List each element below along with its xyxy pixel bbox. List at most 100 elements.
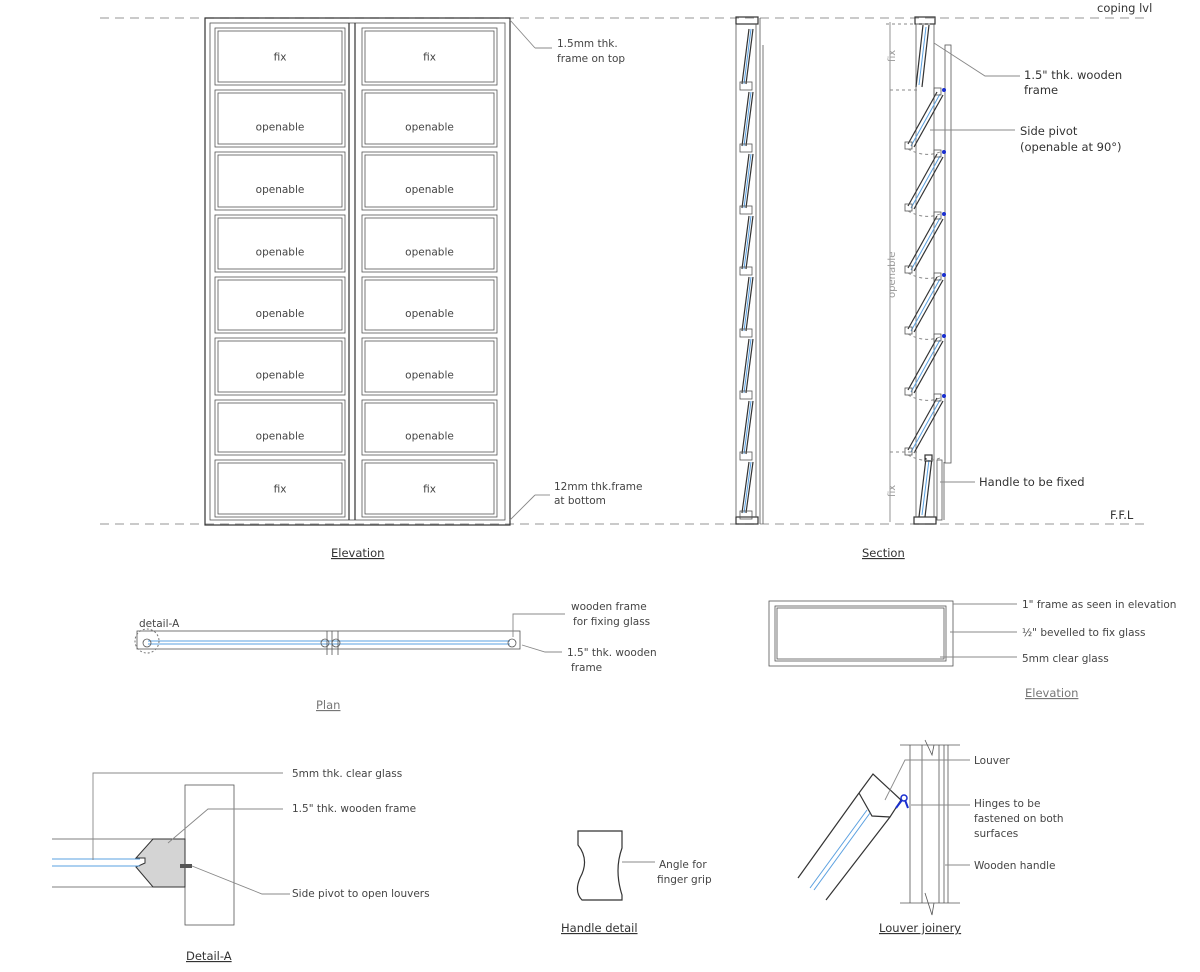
window-panel-inner xyxy=(364,154,495,208)
window-elevation: fix openable openable openable openable opena… xyxy=(204,17,511,526)
detail-a-drawing xyxy=(52,784,235,926)
note-side-pivot-louvers: Side pivot to open louvers xyxy=(292,888,430,900)
louver-pivot-block xyxy=(933,87,942,96)
window-panel xyxy=(214,214,346,273)
plan-title: Plan xyxy=(316,698,340,712)
panel-label: openable xyxy=(256,431,305,443)
window-panel-inner xyxy=(364,92,495,145)
panel-label: openable xyxy=(256,370,305,382)
louver-pivot-block xyxy=(739,205,753,215)
window-panel-inner xyxy=(217,30,343,83)
closed-louver-edge xyxy=(745,400,754,455)
window-panel xyxy=(214,89,346,148)
handle-profile xyxy=(576,830,623,901)
panel-label: openable xyxy=(405,184,454,196)
closed-louver-edge xyxy=(745,91,754,147)
closed-louver-edge xyxy=(745,461,754,514)
note-side-pivot: Side pivot(openable at 90°) xyxy=(1020,124,1122,154)
hinge-icon xyxy=(942,150,946,154)
closed-louver xyxy=(741,338,750,394)
note-clear-glass: 5mm clear glass xyxy=(1022,653,1109,665)
closed-louver-glass xyxy=(743,400,752,455)
closed-louver-glass xyxy=(743,215,752,270)
panel-label: openable xyxy=(405,431,454,443)
window-panel xyxy=(214,276,346,334)
window-panel xyxy=(361,89,498,148)
open-louver xyxy=(907,276,938,330)
panel-label: openable xyxy=(256,184,305,196)
closed-louver-glass xyxy=(743,91,752,147)
window-panel-inner xyxy=(364,462,495,515)
closed-louver xyxy=(741,276,750,332)
window-panel-inner xyxy=(217,462,343,515)
window-panel-inner xyxy=(217,340,343,393)
window-panel xyxy=(361,214,498,273)
section-open: fix openable fix xyxy=(886,16,952,525)
note-bevelled: ½" bevelled to fix glass xyxy=(1022,627,1145,639)
window-panel-inner xyxy=(217,402,343,453)
panel-label: openable xyxy=(405,308,454,320)
section-title: Section xyxy=(862,546,905,560)
note-1in-frame: 1" frame as seen in elevation xyxy=(1022,599,1176,611)
window-panel xyxy=(214,459,346,518)
panel-elevation xyxy=(768,600,954,667)
closed-louver-edge xyxy=(745,28,754,85)
louver-pivot-block xyxy=(739,451,753,461)
louver-pivot-block xyxy=(933,149,942,158)
open-louver-edge xyxy=(913,218,944,272)
hinge-icon xyxy=(942,334,946,338)
closed-louver-glass xyxy=(743,338,752,394)
louver-pivot-block xyxy=(933,272,942,281)
panel-label: openable xyxy=(256,308,305,320)
panel-elevation-title: Elevation xyxy=(1025,686,1078,700)
louver-pivot-block xyxy=(739,510,753,520)
louver-pivot-block xyxy=(739,390,753,400)
closed-louver-glass xyxy=(743,276,752,332)
note-wooden-handle: Wooden handle xyxy=(974,860,1056,872)
open-louver-edge xyxy=(913,400,944,454)
open-louver-edge xyxy=(913,94,944,148)
window-panel-inner xyxy=(364,30,495,83)
window-panel-inner xyxy=(364,340,495,393)
window-panel-inner xyxy=(217,217,343,270)
hinge-icon xyxy=(942,88,946,92)
open-louver xyxy=(907,91,938,145)
open-louver xyxy=(907,337,938,391)
window-panel xyxy=(214,151,346,211)
window-panel xyxy=(361,27,498,86)
window-panel-inner xyxy=(217,92,343,145)
window-panel-inner xyxy=(217,279,343,331)
closed-louver xyxy=(741,153,750,209)
closed-louver xyxy=(741,91,750,147)
window-panel-inner xyxy=(364,279,495,331)
dim-openable: openable xyxy=(887,252,898,298)
window-panel-inner xyxy=(364,217,495,270)
closed-louver-glass xyxy=(743,28,752,85)
dim-fix-top: fix xyxy=(887,50,898,62)
louver-pivot-block xyxy=(739,328,753,338)
section-closed xyxy=(735,16,764,525)
panel-label: fix xyxy=(423,484,436,496)
open-louver-glass xyxy=(910,217,941,271)
louver-pivot-block xyxy=(933,333,942,342)
open-louver xyxy=(907,215,938,269)
detail-a-marker xyxy=(134,628,160,654)
panel-label: fix xyxy=(423,52,436,64)
detail-a-tag: detail-A xyxy=(139,618,180,630)
louver-joinery-title: Louver joinery xyxy=(879,921,961,935)
open-louver-glass xyxy=(910,278,941,332)
closed-louver xyxy=(741,28,750,85)
note-handle-fixed: Handle to be fixed xyxy=(979,475,1085,489)
hinge-icon xyxy=(895,799,909,809)
swing-arc xyxy=(907,333,941,340)
note-frame-top: 1.5mm thk.frame on top xyxy=(557,38,625,65)
coping-level-label: coping lvl xyxy=(1097,1,1152,15)
panel-label: openable xyxy=(256,122,305,134)
panel-label: fix xyxy=(274,484,287,496)
